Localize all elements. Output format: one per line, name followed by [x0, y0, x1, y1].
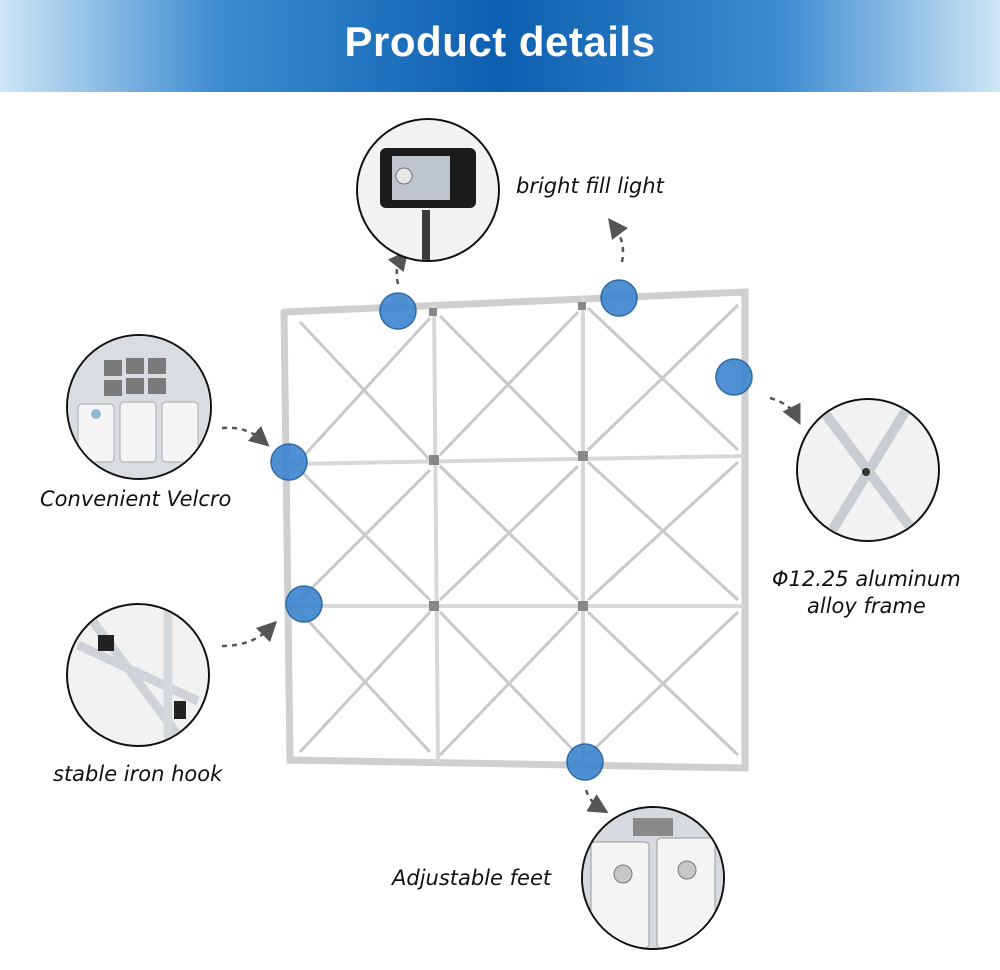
highlight-markers: [270, 279, 753, 781]
callout-frame-line1: Φ12.25 aluminum: [772, 567, 961, 591]
callout-feet: Adjustable feet: [392, 866, 552, 890]
cross-braces: [298, 303, 740, 757]
callout-velcro: Convenient Velcro: [40, 487, 232, 511]
callout-frame-line2: alloy frame: [807, 594, 926, 618]
velcro-blocks-icon: [66, 334, 212, 480]
fill-light-icon: [356, 118, 500, 262]
frame-joints: [429, 302, 588, 611]
callout-fill-light: bright fill light: [516, 174, 664, 198]
callout-hook: stable iron hook: [53, 762, 223, 786]
cross-joint-icon: [796, 398, 940, 542]
adjustable-feet-icon: [581, 806, 725, 950]
page-title: Product details: [344, 18, 656, 65]
iron-hook-icon: [66, 603, 210, 747]
frame-grid: [289, 297, 746, 765]
header-banner: Product details: [0, 0, 1000, 92]
callout-arrows: [221, 217, 801, 814]
